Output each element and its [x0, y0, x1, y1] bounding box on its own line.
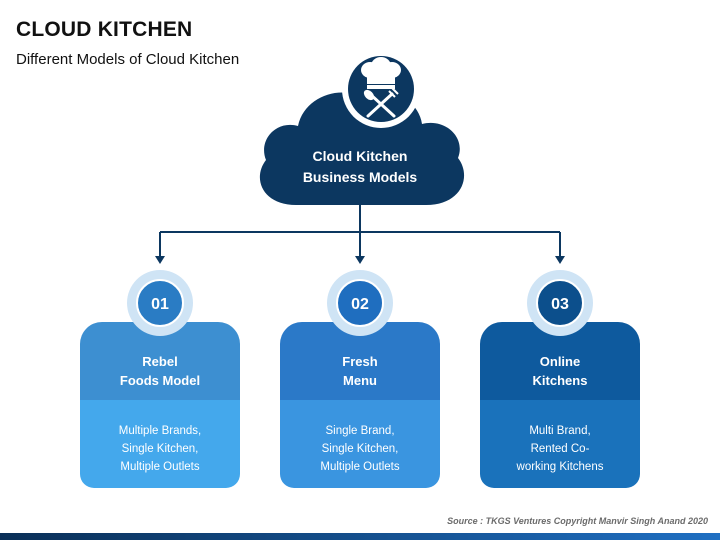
footer-bar — [0, 533, 720, 540]
badge-number: 02 — [336, 279, 384, 327]
model-desc-line1: Multiple Brands, — [118, 425, 202, 437]
number-badge-1: 01 — [127, 270, 193, 336]
cloud-label: Cloud Kitchen Business Models — [270, 146, 450, 188]
model-desc-line3: Multiple Outlets — [320, 461, 400, 473]
cloud-shape — [259, 91, 465, 205]
number-badge-3: 03 — [527, 270, 593, 336]
model-card-body: Multiple Brands, Single Kitchen, Multipl… — [80, 400, 240, 488]
source-citation: Source : TKGS Ventures Copyright Manvir … — [447, 516, 708, 526]
model-desc-line2: Rented Co- — [530, 443, 590, 455]
badge-number: 01 — [136, 279, 184, 327]
model-name-line1: Fresh — [342, 354, 378, 369]
model-name-line1: Rebel — [142, 354, 178, 369]
model-card-body: Single Brand, Single Kitchen, Multiple O… — [280, 400, 440, 488]
model-desc-line2: Single Kitchen, — [121, 443, 199, 455]
model-desc-line1: Multi Brand, — [529, 425, 591, 437]
cloud-label-line1: Cloud Kitchen — [312, 148, 408, 164]
model-desc-line2: Single Kitchen, — [321, 443, 399, 455]
model-name-line2: Menu — [343, 373, 377, 388]
page-subtitle: Different Models of Cloud Kitchen — [16, 51, 240, 68]
model-name-line2: Foods Model — [119, 373, 201, 388]
model-desc-line1: Single Brand, — [325, 425, 395, 437]
model-name-line2: Kitchens — [532, 373, 588, 388]
cloud-label-line2: Business Models — [302, 169, 418, 185]
page-title: CLOUD KITCHEN — [16, 18, 193, 41]
badge-number: 03 — [536, 279, 584, 327]
number-badge-2: 02 — [327, 270, 393, 336]
chef-hat-spoon-fork-icon — [342, 50, 420, 128]
model-desc-line3: Multiple Outlets — [120, 461, 200, 473]
model-desc-line3: working Kitchens — [516, 461, 604, 473]
model-card-body: Multi Brand, Rented Co- working Kitchens — [480, 400, 640, 488]
connector-lines — [159, 205, 561, 258]
model-name-line1: Online — [539, 354, 581, 369]
connector-arrowheads — [155, 256, 565, 264]
